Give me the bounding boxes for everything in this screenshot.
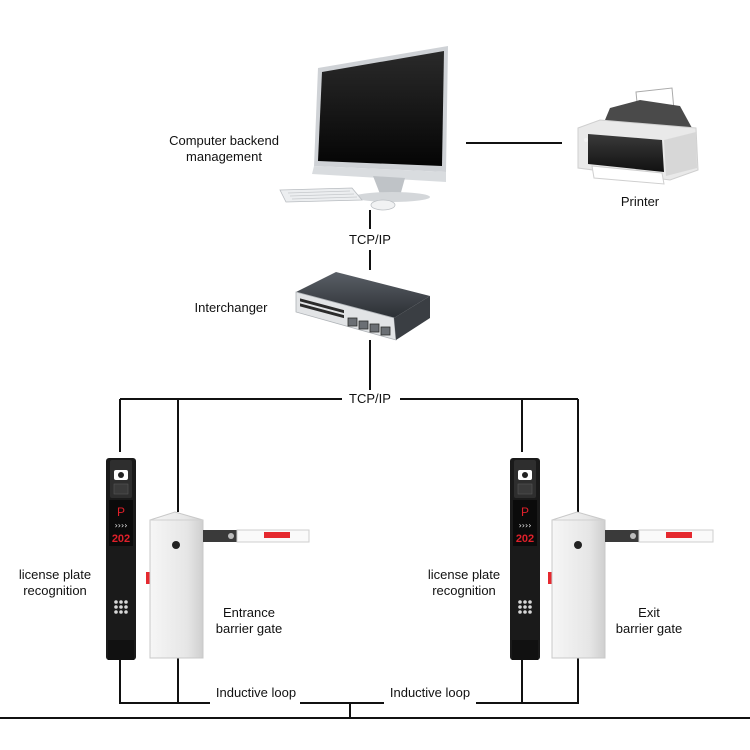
lpr-entrance-display-letter: P <box>117 505 125 519</box>
entrance-gate-label: Entrance barrier gate <box>204 605 294 637</box>
switch-label: Interchanger <box>194 300 268 315</box>
barrier-gate-exit <box>548 511 714 659</box>
lpr-exit-display-arrows: ›››› <box>519 521 532 530</box>
tcpip-label-top: TCP/IP <box>349 232 391 247</box>
lpr-exit-keypad <box>518 600 532 614</box>
lpr-entrance-label-line1: license plate <box>18 567 92 582</box>
loop-entrance-label: Inductive loop <box>215 685 297 700</box>
lpr-exit-label-line1: license plate <box>427 567 501 582</box>
exit-gate-label-line2: barrier gate <box>615 621 683 636</box>
printer-label: Printer <box>620 194 660 209</box>
lpr-entrance-label: license plate recognition <box>8 567 102 599</box>
printer-icon <box>577 87 699 185</box>
lpr-entrance-display-number: 202 <box>112 533 130 545</box>
switch-ports <box>300 298 344 319</box>
loop-exit-wire <box>521 658 579 704</box>
lpr-entrance-display-arrows: ›››› <box>115 521 128 530</box>
exit-gate-label: Exit barrier gate <box>604 605 694 637</box>
network-switch-icon <box>295 272 430 341</box>
lpr-camera-exit: P ›››› 202 <box>510 458 540 660</box>
lpr-exit-label-line2: recognition <box>432 583 496 598</box>
loop-entrance-wire <box>119 658 179 704</box>
lpr-entrance-keypad <box>114 600 128 614</box>
barrier-gate-entrance <box>146 511 310 659</box>
lpr-exit-display-number: 202 <box>516 533 534 545</box>
computer-label: Computer backend management <box>152 133 296 165</box>
computer-label-line1: Computer backend <box>169 133 279 148</box>
lpr-exit-display-letter: P <box>521 505 529 519</box>
computer-label-line2: management <box>186 149 262 164</box>
exit-gate-label-line1: Exit <box>638 605 660 620</box>
tcpip-label-bus: TCP/IP <box>349 391 391 406</box>
switch-uplink-ports <box>347 317 391 336</box>
desktop-computer-icon <box>279 46 448 211</box>
lpr-camera-entrance: P ›››› 202 <box>106 458 136 660</box>
lpr-entrance-label-line2: recognition <box>23 583 87 598</box>
lpr-exit-label: license plate recognition <box>416 567 512 599</box>
connection-lines <box>0 142 750 719</box>
loop-exit-label: Inductive loop <box>389 685 471 700</box>
entrance-gate-label-line2: barrier gate <box>215 621 283 636</box>
entrance-gate-label-line1: Entrance <box>222 605 276 620</box>
